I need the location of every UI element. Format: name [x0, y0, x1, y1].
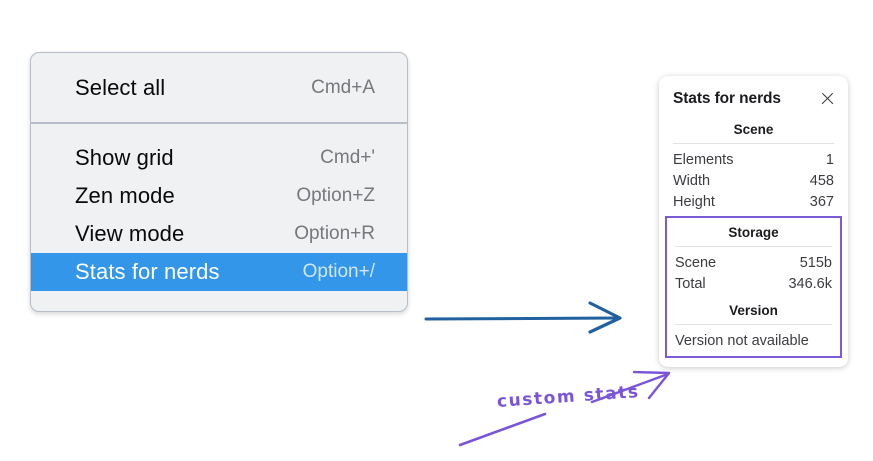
menu-item-stats-for-nerds[interactable]: Stats for nerds Option+/ — [31, 253, 407, 291]
menu-item-shortcut: Option+R — [294, 223, 375, 244]
scene-section: Scene Elements 1 Width 458 Height 367 — [659, 122, 848, 212]
menu-item-show-grid[interactable]: Show grid Cmd+' — [31, 139, 407, 177]
stat-row: Elements 1 — [673, 149, 834, 170]
menu-item-label: View mode — [75, 221, 185, 246]
scene-section-heading: Scene — [733, 122, 774, 137]
menu-group-1: Select all Cmd+A — [31, 53, 407, 122]
stat-row: Height 367 — [673, 191, 834, 212]
storage-section-heading: Storage — [728, 225, 779, 240]
menu-item-shortcut: Option+/ — [302, 261, 375, 282]
stat-value: 458 — [809, 172, 834, 189]
menu-item-shortcut: Cmd+' — [320, 147, 375, 168]
menu-item-label: Show grid — [75, 145, 174, 170]
context-menu[interactable]: Select all Cmd+A Show grid Cmd+' Zen mod… — [30, 52, 408, 312]
stat-label: Elements — [673, 151, 734, 168]
menu-item-select-all[interactable]: Select all Cmd+A — [31, 69, 407, 107]
menu-item-label: Zen mode — [75, 183, 175, 208]
close-icon[interactable] — [819, 91, 835, 107]
custom-stats-highlight-box: Storage Scene 515b Total 346.6k Version … — [665, 216, 842, 358]
menu-item-label: Stats for nerds — [75, 259, 220, 284]
custom-stats-annotation-label: custom stats — [496, 382, 641, 412]
section-divider — [675, 324, 832, 325]
stat-row: Width 458 — [673, 170, 834, 191]
stat-value: 346.6k — [788, 275, 832, 292]
stat-row: Scene 515b — [675, 252, 832, 273]
menu-item-shortcut: Option+Z — [296, 185, 375, 206]
stat-row: Total 346.6k — [675, 273, 832, 294]
menu-group-2: Show grid Cmd+' Zen mode Option+Z View m… — [31, 124, 407, 291]
stat-label: Width — [673, 172, 711, 189]
purple-underline-stroke — [458, 412, 547, 447]
stat-label: Height — [673, 193, 715, 210]
menu-item-zen-mode[interactable]: Zen mode Option+Z — [31, 177, 407, 215]
storage-section: Storage Scene 515b Total 346.6k — [667, 225, 840, 294]
stat-label: Scene — [675, 254, 717, 271]
section-divider — [673, 143, 834, 144]
blue-arrow — [424, 301, 622, 334]
menu-item-view-mode[interactable]: View mode Option+R — [31, 215, 407, 253]
stats-for-nerds-panel: Stats for nerds Scene Elements 1 Width 4… — [659, 76, 848, 367]
version-text: Version not available — [675, 333, 809, 349]
stat-value: 1 — [825, 151, 834, 168]
stat-value: 367 — [809, 193, 834, 210]
version-section: Version Version not available — [667, 303, 840, 350]
version-section-heading: Version — [729, 303, 778, 318]
menu-item-shortcut: Cmd+A — [311, 77, 375, 98]
menu-item-label: Select all — [75, 75, 166, 100]
stat-label: Total — [675, 275, 706, 292]
stat-value: 515b — [799, 254, 832, 271]
section-divider — [675, 246, 832, 247]
panel-header: Stats for nerds — [659, 90, 848, 108]
panel-title: Stats for nerds — [673, 90, 781, 107]
menu-divider — [31, 122, 407, 124]
